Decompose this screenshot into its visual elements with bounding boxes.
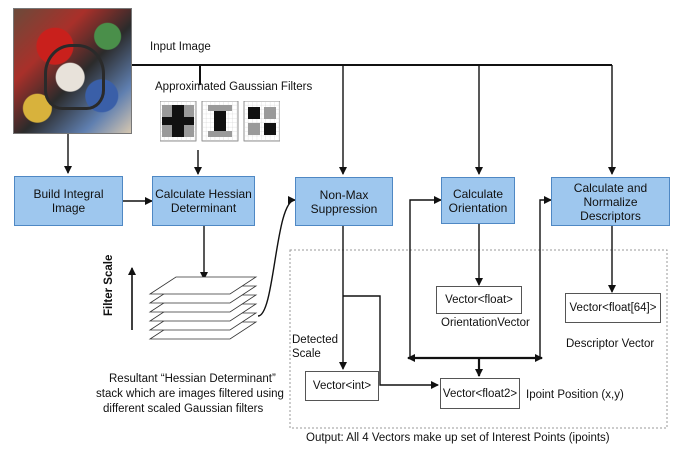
orientation-vector-box: Vector<float>: [436, 286, 522, 314]
calculate-orientation-step: Calculate Orientation: [441, 177, 515, 224]
detected-scale-label: Detected Scale: [292, 334, 339, 360]
filter-dyy-icon: [201, 101, 239, 142]
stack-caption-line-2: stack which are images filtered using: [96, 388, 284, 400]
orientation-vector-label: OrientationVector: [441, 317, 530, 329]
ipoint-position-label: Ipoint Position (x,y): [526, 389, 624, 401]
input-image-label: Input Image: [150, 41, 211, 53]
descriptor-vector-label: Descriptor Vector: [566, 338, 655, 350]
scale-vector-box: Vector<int>: [305, 371, 379, 401]
stack-caption-line-1: Resultant “Hessian Determinant”: [109, 373, 276, 385]
filter-dxx-icon: [160, 101, 197, 142]
filter-scale-label: Filter Scale: [103, 254, 115, 316]
arrow-position-to-orientation: [409, 196, 442, 358]
filters-label: Approximated Gaussian Filters: [155, 81, 313, 93]
hessian-stack: [148, 276, 258, 340]
descriptor-vector-box: Vector<float[64]>: [565, 293, 661, 323]
stack-caption-line-3: different scaled Gaussian filters: [103, 403, 264, 415]
calculate-hessian-step: Calculate Hessian Determinant: [152, 176, 255, 226]
input-image: [13, 8, 132, 134]
non-max-suppression-step: Non-Max Suppression: [295, 177, 393, 226]
arrow-nonmax-to-position: [343, 295, 439, 389]
arrow-position-to-descriptors: [539, 196, 552, 358]
position-vector-box: Vector<float2>: [440, 378, 520, 409]
build-integral-image-step: Build Integral Image: [14, 176, 123, 226]
output-caption: Output: All 4 Vectors make up set of Int…: [306, 432, 610, 444]
filter-dxy-icon: [243, 101, 280, 142]
calculate-descriptors-step: Calculate and Normalize Descriptors: [551, 177, 670, 226]
arrow-stack-to-nonmax: [257, 196, 296, 317]
